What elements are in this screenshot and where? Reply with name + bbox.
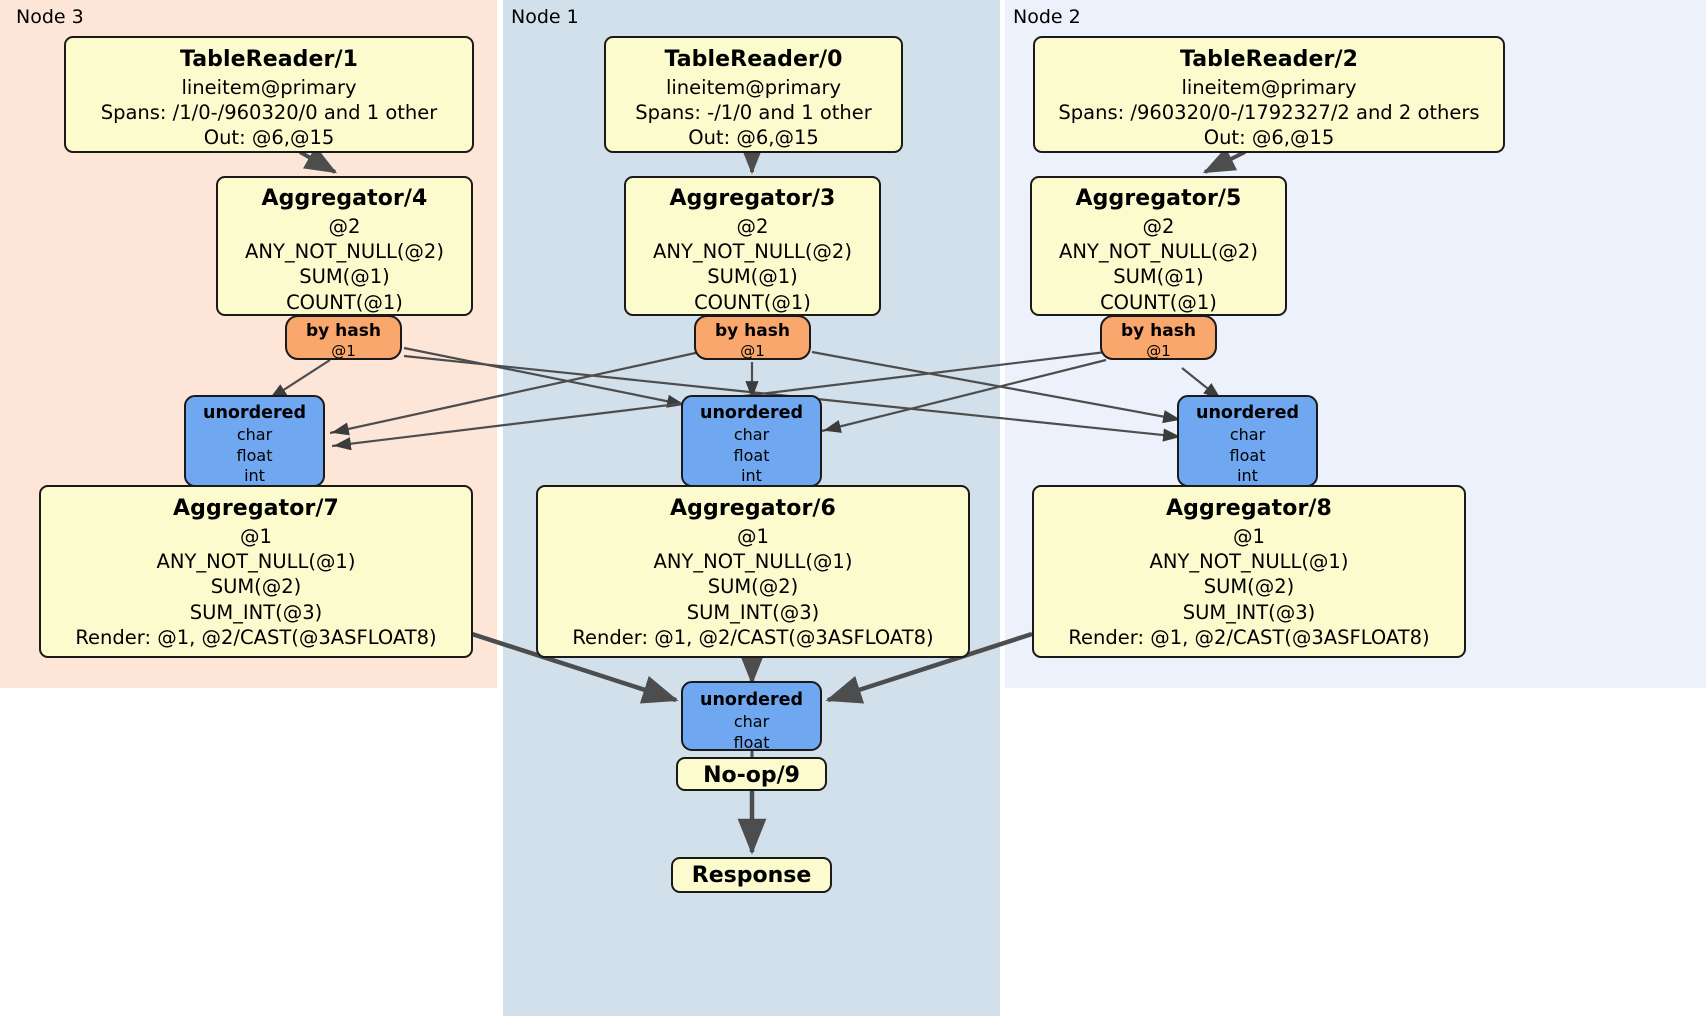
processor-tablereader-0[interactable]: TableReader/0 lineitem@primary Spans: -/…: [604, 36, 903, 153]
synchronizer-type-1: char: [733, 711, 770, 731]
processor-detail-agg-3: SUM_INT(@3): [1182, 600, 1316, 624]
processor-detail-agg-2: SUM(@2): [210, 575, 302, 599]
processor-detail-groupcols: @2: [736, 214, 769, 238]
router-detail-hashcol: @1: [1146, 342, 1171, 361]
processor-aggregator-8[interactable]: Aggregator/8 @1 ANY_NOT_NULL(@1) SUM(@2)…: [1032, 485, 1466, 658]
node-region-label-node2: Node 2: [1013, 6, 1081, 28]
router-detail-hashcol: @1: [331, 342, 356, 361]
synchronizer-type-3: int: [1237, 466, 1258, 486]
synchronizer-type-3: int: [244, 466, 265, 486]
processor-detail-groupcols: @1: [240, 524, 272, 548]
synchronizer-type-1: char: [733, 424, 770, 444]
processor-detail-agg-3: SUM_INT(@3): [686, 600, 820, 624]
synchronizer-title: unordered: [700, 403, 803, 423]
synchronizer-unordered-node3[interactable]: unordered char float int: [184, 395, 325, 487]
synchronizer-type-2: float: [1229, 445, 1266, 465]
node-region-label-node1: Node 1: [511, 6, 579, 28]
processor-detail-spans: Spans: /960320/0-/1792327/2 and 2 others: [1058, 100, 1480, 124]
processor-detail-spans: Spans: /1/0-/960320/0 and 1 other: [100, 100, 438, 124]
processor-detail-agg-3: SUM_INT(@3): [189, 600, 323, 624]
processor-title: TableReader/1: [179, 47, 359, 72]
processor-detail-agg-1: ANY_NOT_NULL(@2): [653, 239, 852, 263]
synchronizer-title: unordered: [1196, 403, 1299, 423]
processor-title: Aggregator/3: [669, 186, 836, 211]
processor-detail-spans: Spans: -/1/0 and 1 other: [635, 100, 872, 124]
processor-aggregator-6[interactable]: Aggregator/6 @1 ANY_NOT_NULL(@1) SUM(@2)…: [536, 485, 970, 658]
processor-response[interactable]: Response: [671, 857, 832, 893]
processor-detail-agg-1: ANY_NOT_NULL(@2): [245, 239, 444, 263]
processor-detail-out: Out: @6,@15: [1203, 126, 1335, 150]
router-title: by hash: [1121, 321, 1196, 341]
processor-aggregator-3[interactable]: Aggregator/3 @2 ANY_NOT_NULL(@2) SUM(@1)…: [624, 176, 881, 316]
processor-detail-render: Render: @1, @2/CAST(@3ASFLOAT8): [1068, 625, 1430, 649]
processor-detail-agg-2: SUM(@1): [707, 265, 798, 289]
synchronizer-type-2: float: [733, 445, 770, 465]
router-by-hash-node2[interactable]: by hash @1: [1100, 315, 1217, 360]
processor-detail-agg-3: COUNT(@1): [1100, 290, 1217, 314]
processor-detail-out: Out: @6,@15: [203, 126, 335, 150]
processor-tablereader-2[interactable]: TableReader/2 lineitem@primary Spans: /9…: [1033, 36, 1505, 153]
processor-detail-render: Render: @1, @2/CAST(@3ASFLOAT8): [572, 625, 934, 649]
processor-title: Response: [691, 863, 812, 888]
processor-title: Aggregator/8: [1166, 496, 1332, 521]
synchronizer-unordered-node1[interactable]: unordered char float int: [681, 395, 822, 487]
router-title: by hash: [306, 321, 381, 341]
processor-detail-agg-1: ANY_NOT_NULL(@1): [653, 549, 853, 573]
processor-title: No-op/9: [703, 763, 800, 788]
processor-detail-agg-2: SUM(@2): [707, 575, 799, 599]
processor-aggregator-7[interactable]: Aggregator/7 @1 ANY_NOT_NULL(@1) SUM(@2)…: [39, 485, 473, 658]
processor-detail-render: Render: @1, @2/CAST(@3ASFLOAT8): [75, 625, 437, 649]
processor-detail-groupcols: @2: [1142, 214, 1175, 238]
processor-title: Aggregator/4: [261, 186, 428, 211]
router-by-hash-node3[interactable]: by hash @1: [285, 315, 402, 360]
synchronizer-title: unordered: [203, 403, 306, 423]
synchronizer-type-1: char: [1229, 424, 1266, 444]
processor-title: TableReader/2: [1179, 47, 1359, 72]
router-detail-hashcol: @1: [740, 342, 765, 361]
processor-detail-agg-1: ANY_NOT_NULL(@1): [1149, 549, 1349, 573]
processor-title: Aggregator/6: [670, 496, 836, 521]
processor-detail-agg-2: SUM(@1): [299, 265, 390, 289]
processor-detail-table: lineitem@primary: [1181, 75, 1357, 99]
processor-tablereader-1[interactable]: TableReader/1 lineitem@primary Spans: /1…: [64, 36, 474, 153]
processor-detail-table: lineitem@primary: [665, 75, 842, 99]
synchronizer-type-3: int: [741, 466, 762, 486]
processor-aggregator-4[interactable]: Aggregator/4 @2 ANY_NOT_NULL(@2) SUM(@1)…: [216, 176, 473, 316]
processor-title: Aggregator/5: [1075, 186, 1242, 211]
processor-title: Aggregator/7: [173, 496, 339, 521]
synchronizer-type-1: char: [236, 424, 273, 444]
router-by-hash-node1[interactable]: by hash @1: [694, 315, 811, 360]
processor-detail-agg-1: ANY_NOT_NULL(@2): [1059, 239, 1258, 263]
processor-detail-groupcols: @2: [328, 214, 361, 238]
processor-detail-agg-3: COUNT(@1): [694, 290, 811, 314]
node-region-label-node3: Node 3: [16, 6, 84, 28]
processor-aggregator-5[interactable]: Aggregator/5 @2 ANY_NOT_NULL(@2) SUM(@1)…: [1030, 176, 1287, 316]
processor-no-op-9[interactable]: No-op/9: [676, 757, 827, 791]
synchronizer-type-2: float: [733, 732, 770, 752]
processor-title: TableReader/0: [664, 47, 843, 72]
processor-detail-agg-3: COUNT(@1): [286, 290, 403, 314]
synchronizer-title: unordered: [700, 690, 803, 710]
router-title: by hash: [715, 321, 790, 341]
synchronizer-type-2: float: [236, 445, 273, 465]
processor-detail-out: Out: @6,@15: [688, 126, 819, 150]
processor-detail-groupcols: @1: [737, 524, 769, 548]
synchronizer-unordered-final[interactable]: unordered char float: [681, 681, 822, 752]
processor-detail-table: lineitem@primary: [181, 75, 357, 99]
processor-detail-groupcols: @1: [1233, 524, 1265, 548]
processor-detail-agg-2: SUM(@2): [1203, 575, 1295, 599]
processor-detail-agg-2: SUM(@1): [1113, 265, 1204, 289]
processor-detail-agg-1: ANY_NOT_NULL(@1): [156, 549, 356, 573]
synchronizer-unordered-node2[interactable]: unordered char float int: [1177, 395, 1318, 487]
